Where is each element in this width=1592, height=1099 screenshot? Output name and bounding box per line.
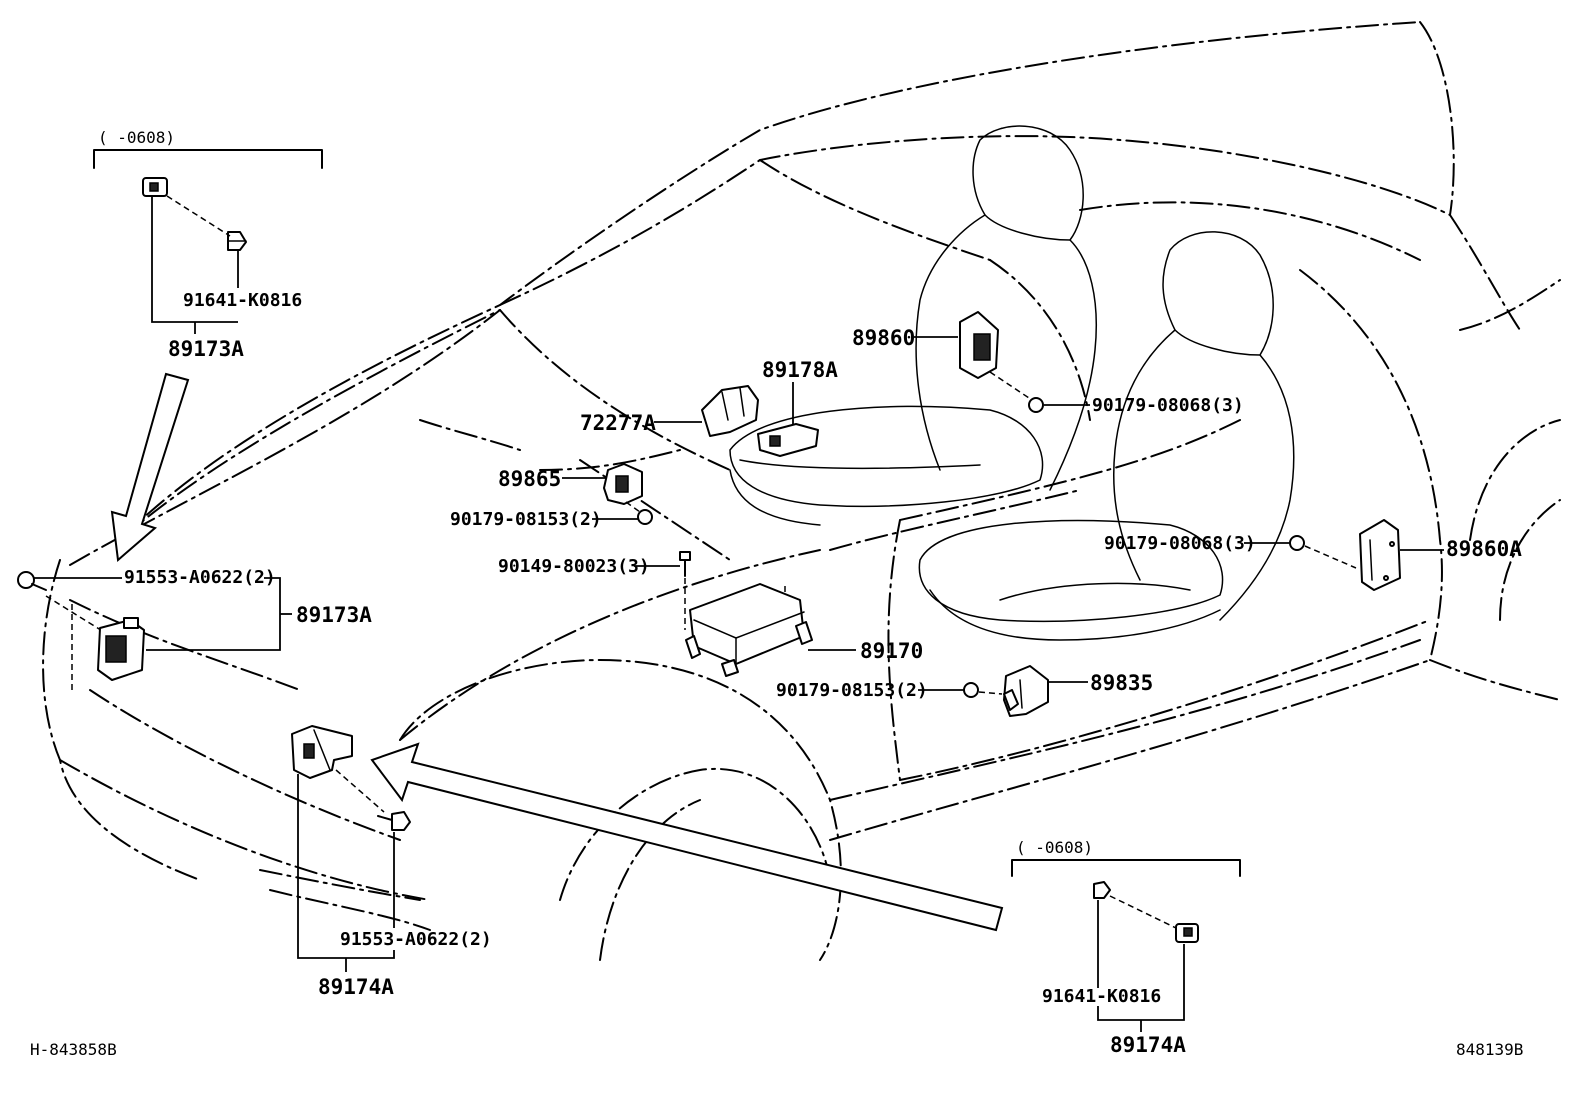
part-label-89174A-bottom: 89174A <box>318 975 394 999</box>
part-label-91641-K0816-bottom: 91641-K0816 <box>1042 986 1161 1007</box>
front-seat-left <box>729 125 1098 526</box>
part-label-90179-08068-upper: 90179-08068(3) <box>1092 395 1244 416</box>
bolt-icon <box>227 231 247 251</box>
front-sensor-89173A-icon <box>97 617 145 681</box>
front-sensor-left-group: 91553-A0622(2) 89173A <box>17 567 372 690</box>
part-label-90179-08153-upper: 90179-08153(2) <box>450 509 602 530</box>
part-label-89860: 89860 <box>852 326 915 350</box>
front-sensor-right-group: 91553-A0622(2) 89174A <box>291 725 492 999</box>
side-sensor-89860-icon <box>959 311 999 379</box>
airbag-ecu-89170-group: 90149-80023(3) 89170 <box>498 551 923 677</box>
front-seat-right <box>918 231 1295 641</box>
nut-icon <box>963 682 979 698</box>
part-label-89174A-right: 89174A <box>1110 1033 1186 1057</box>
part-label-91641-K0816-top: 91641-K0816 <box>183 290 302 311</box>
side-sensor-89860A-icon <box>1359 519 1401 591</box>
side-sensor-89860A-group: 90179-08068(3) 89860A <box>1104 519 1522 591</box>
front-sensor-89174A-icon <box>291 725 353 779</box>
arrow-bottom-to-front-sensor <box>370 742 1004 932</box>
sensor-89865-group: 89865 90179-08153(2) <box>450 463 653 530</box>
sensor-89178A-group: 89178A <box>757 358 838 457</box>
part-label-89170: 89170 <box>860 639 923 663</box>
bracket-72277A-group: 72277A <box>580 385 759 437</box>
bolt-icon <box>1093 881 1111 899</box>
nut-icon <box>1028 397 1044 413</box>
part-label-89178A: 89178A <box>762 358 838 382</box>
part-label-89865: 89865 <box>498 467 561 491</box>
sensor-89835-group: 90179-08153(2) 89835 <box>776 665 1153 717</box>
bolt-icon <box>377 811 411 831</box>
bracket-72277A-icon <box>701 385 759 437</box>
airbag-ecu-89170-icon <box>685 583 813 677</box>
nut-icon <box>1289 535 1305 551</box>
arrow-top-to-front-sensor <box>110 372 190 562</box>
part-label-91553-A0622-bottom: 91553-A0622(2) <box>340 929 492 950</box>
front-sensor-part-icon <box>1175 923 1199 943</box>
sensor-89835-icon <box>1003 665 1049 717</box>
part-label-89173A-top: 89173A <box>168 337 244 361</box>
part-label-89835: 89835 <box>1090 671 1153 695</box>
range-label-top-left: ( -0608) <box>98 128 175 147</box>
bolt-icon <box>679 551 691 577</box>
side-sensor-89860-group: 89860 90179-08068(3) <box>852 311 1244 416</box>
drawing-code-left: H-843858B <box>30 1040 117 1059</box>
detail-89174A-bottom: ( -0608) 91641-K0816 89174A <box>1011 838 1241 1057</box>
sensor-89178A-icon <box>757 423 819 457</box>
range-label-bottom-right: ( -0608) <box>1016 838 1093 857</box>
part-label-89860A: 89860A <box>1446 537 1522 561</box>
part-label-90179-08068-lower: 90179-08068(3) <box>1104 533 1256 554</box>
drawing-code-right: 848139B <box>1456 1040 1523 1059</box>
car-body-outline <box>42 21 1561 961</box>
nut-icon <box>637 509 653 525</box>
sensor-89865-icon <box>603 463 643 505</box>
part-label-90179-08153-lower: 90179-08153(2) <box>776 680 928 701</box>
part-label-90149-80023: 90149-80023(3) <box>498 556 650 577</box>
part-label-89173A-left: 89173A <box>296 603 372 627</box>
detail-89173A-top: ( -0608) 91641-K0816 89173A <box>93 128 323 361</box>
part-label-72277A: 72277A <box>580 411 656 435</box>
screw-icon <box>17 571 47 591</box>
front-sensor-part-icon <box>142 177 168 197</box>
part-label-91553-A0622-left: 91553-A0622(2) <box>124 567 276 588</box>
